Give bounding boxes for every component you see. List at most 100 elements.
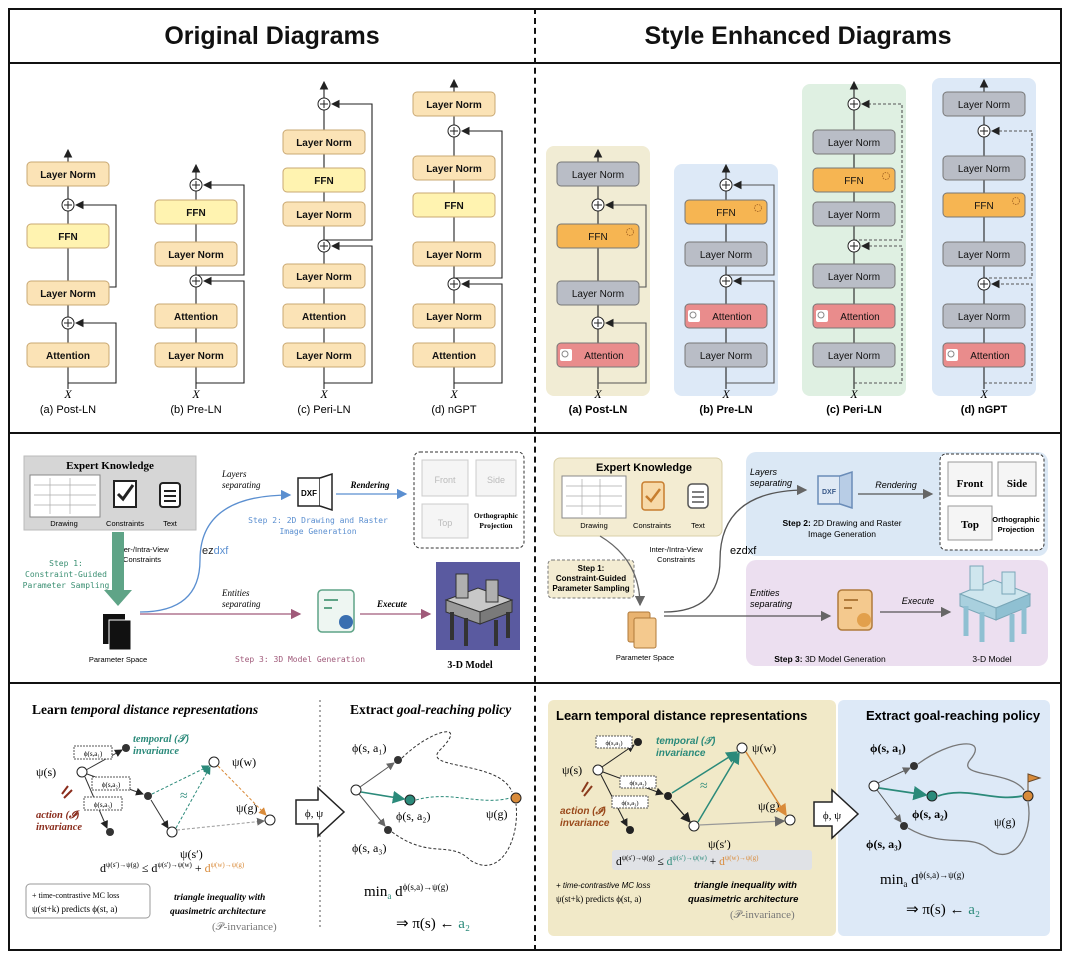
temporal-invariance-1: temporal (𝒯) (133, 734, 190, 745)
norm-caption: (b) Pre-LN (699, 404, 752, 416)
dxf-label: DXF (301, 489, 317, 498)
triangle-text-enh-1: triangle inequality with (694, 880, 797, 891)
psi-sp-node (166, 826, 178, 838)
ffn-block (556, 223, 640, 249)
layer-norm-block (154, 241, 238, 267)
center-divider (534, 8, 536, 951)
action-invariance-2: invariance (36, 822, 82, 833)
temporal-invariance-enh-1: temporal (𝒯) (656, 736, 716, 747)
layer-norm-block (684, 342, 768, 368)
entities-label-2: separating (222, 599, 261, 609)
inter-intra-label-enh-2: Constraints (657, 555, 695, 564)
layer-norm-block (26, 280, 110, 306)
3d-model-label: 3-D Model (447, 660, 492, 671)
norm-block-label: Layer Norm (572, 289, 624, 300)
attention-block (556, 342, 640, 368)
norm-block-label: FFN (186, 208, 205, 219)
norm-residual-arrow (598, 318, 647, 384)
action-invariance-enh-2: invariance (560, 818, 610, 829)
drawing-label: Drawing (50, 519, 78, 528)
ext-g-node-enh (1022, 790, 1034, 802)
norm-block-label: Layer Norm (958, 250, 1010, 261)
drawing-lines-enh (566, 479, 622, 515)
norm-residual-arrow (324, 99, 373, 241)
ezdxf-logo: ezdxf (202, 545, 229, 557)
layer-norm-block (812, 263, 896, 289)
step3-label-enh: Step 3: 3D Model Generation (774, 654, 886, 664)
phi-psi-label-enh: ϕ, ψ (823, 810, 841, 822)
layer-norm-block (942, 155, 1026, 181)
execute-label-enh: Execute (902, 596, 935, 606)
phi-a2-small: ϕ(s,a₂) (102, 781, 121, 789)
layers-label-2: separating (222, 480, 261, 490)
psi-w-node-enh (736, 742, 748, 754)
norm-x-label: X (449, 387, 458, 401)
ext-path-a1-enh (917, 743, 1025, 791)
mc-loss-1: + time-contrastive MC loss (32, 891, 119, 900)
edge-a2-w (151, 765, 210, 795)
add-plus-icon (850, 242, 858, 250)
3d-model-legs (450, 612, 510, 646)
big-arrow-enh (813, 788, 860, 840)
triangle-text-enh-2: quasimetric architecture (688, 894, 799, 905)
inter-intra-label-1: Inter-/Intra-View (115, 545, 169, 554)
norm-block-label: FFN (716, 208, 735, 219)
layers-arrow (139, 489, 292, 613)
phi-psi-label: ϕ, ψ (305, 808, 323, 820)
a3-node (106, 828, 114, 836)
step1-arrow-shaft (112, 532, 124, 592)
norm-x-label: X (63, 387, 72, 401)
3d-model-pillar-enh-1 (969, 565, 984, 591)
norm-residual-arrow (454, 279, 503, 384)
norm-caption: (c) Peri-LN (826, 404, 882, 416)
step1-arrow-head (104, 590, 132, 606)
ext-phi-a2-enh: ϕ(s, a₂) (912, 807, 948, 821)
rendering-label: Rendering (349, 480, 390, 490)
rl-enhanced: Learn temporal distance representations … (548, 700, 1050, 936)
norm-block-label: Layer Norm (958, 164, 1010, 175)
p-invariance-enh: (𝒫-invariance) (730, 909, 795, 921)
text-icon-lines (164, 490, 176, 502)
text-icon-lines-enh (692, 491, 704, 503)
inter-intra-label-enh-1: Inter-/Intra-View (649, 545, 703, 554)
step1-label-enh-3: Parameter Sampling (552, 584, 629, 593)
ext-a2-node (404, 794, 416, 806)
attention-block (812, 303, 896, 329)
step2-label-enh-2: Image Generation (808, 529, 876, 539)
row-rule-2 (8, 682, 1062, 684)
constraints-check (116, 484, 135, 502)
text-label-enh: Text (691, 521, 706, 530)
constraints-icon-enh (641, 481, 665, 511)
norm-block-label: Layer Norm (700, 250, 752, 261)
phi-a1-small-enh: ϕ(s,a₁) (605, 740, 622, 747)
drawing-lines (34, 478, 96, 514)
parameter-space-label: Parameter Space (89, 655, 147, 664)
orthographic-label-2: Projection (479, 521, 513, 530)
phi-a3-small: ϕ(s,a₃) (94, 801, 113, 809)
layer-norm-block (942, 91, 1026, 117)
psi-sp-label: ψ(s′) (180, 847, 203, 861)
python-script-lines (324, 599, 338, 609)
step1-label-2: Constraint-Guided (25, 570, 107, 579)
norm-block-label: Layer Norm (700, 351, 752, 362)
constraints-label-enh: Constraints (633, 521, 671, 530)
goal-flag-icon (1027, 773, 1042, 792)
add-plus-icon (594, 201, 602, 209)
action-invariance-arrow-enh (581, 781, 593, 797)
norm-block-label: Layer Norm (296, 210, 352, 221)
norm-block-label: FFN (58, 232, 77, 243)
phi-a2-box-enh (619, 775, 657, 789)
parameter-space-label-enh: Parameter Space (616, 653, 674, 662)
gear-icon (882, 172, 890, 180)
layers-label-1: Layers (221, 469, 247, 479)
mc-loss-box (25, 883, 151, 919)
edge-sp-g-enh (698, 816, 786, 827)
python-logo-enh (857, 613, 871, 627)
a2-node-enh (664, 792, 672, 800)
ext-psi-g-enh: ψ(g) (994, 815, 1016, 829)
norm-block-label: Attention (302, 312, 346, 323)
drawing-label-enh: Drawing (580, 521, 608, 530)
add-plus-icon (850, 100, 858, 108)
